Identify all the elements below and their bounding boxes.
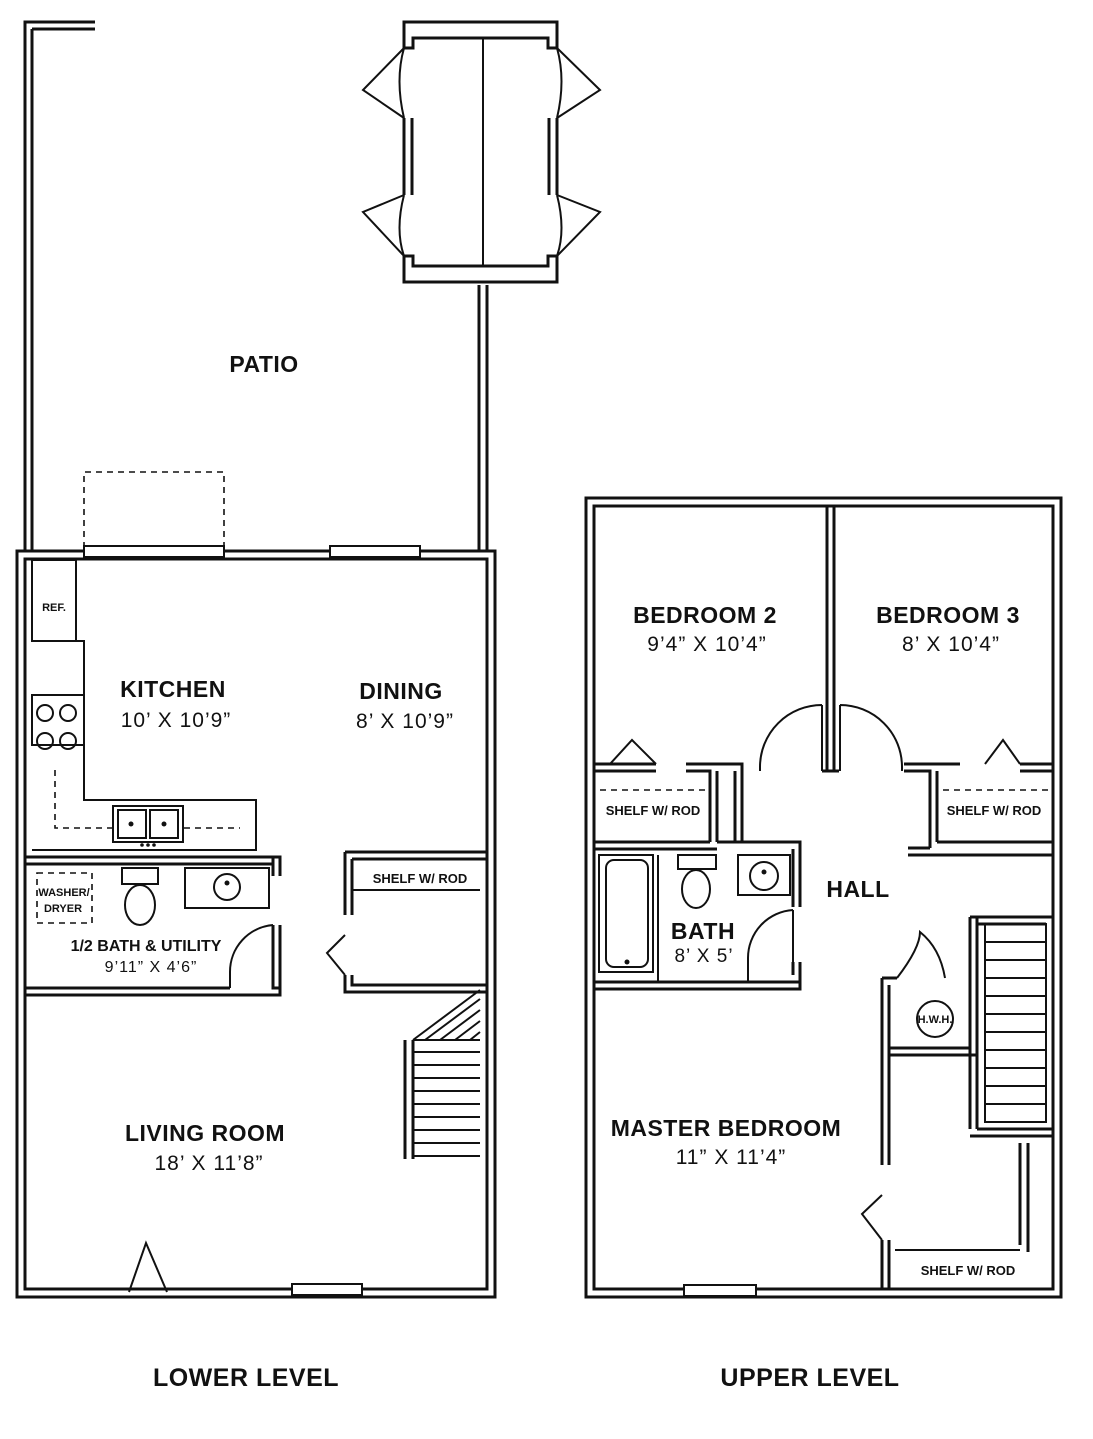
bedroom3-dims: 8’ X 10’4” [902, 633, 1000, 656]
bedroom2-door [759, 704, 823, 771]
hwh-label: H.W.H. [918, 1014, 953, 1026]
washer-dryer [36, 872, 93, 924]
upper-stairs [970, 915, 1053, 1138]
refrigerator [31, 559, 77, 642]
dining-name: DINING [359, 678, 443, 704]
bath-name: BATH [671, 918, 735, 944]
bath-dims: 8’ X 5’ [674, 946, 733, 967]
patio-label: PATIO [229, 351, 298, 377]
master-window [683, 1284, 757, 1297]
patio-fence [23, 20, 489, 551]
patio-storage-structure [361, 20, 602, 284]
master-closet [860, 1143, 1030, 1289]
upper-bathroom [594, 840, 802, 991]
toilet-icon [121, 867, 159, 926]
lower-shelf-label: SHELF W/ ROD [373, 871, 468, 886]
bedroom3-name: BEDROOM 3 [876, 602, 1020, 628]
living-window [291, 1283, 363, 1296]
bedroom2-dims: 9’4” X 10’4” [647, 633, 766, 656]
bedroom2-shelf-label: SHELF W/ ROD [606, 803, 701, 818]
refrigerator-label: REF. [42, 602, 66, 614]
front-door [128, 1240, 168, 1293]
water-heater-closet [880, 917, 979, 1165]
bedroom2-closet [594, 738, 744, 851]
washer-label: WASHER/ [38, 887, 89, 899]
bedroom-divider-wall [822, 506, 839, 773]
stove-icon [31, 694, 85, 750]
living-room-dims: 18’ X 11’8” [154, 1152, 263, 1175]
vanity-sink-icon [184, 867, 270, 909]
bedroom3-door [839, 704, 903, 771]
half-bath-door [228, 924, 274, 988]
upper-level-plan [584, 496, 1063, 1299]
master-shelf-label: SHELF W/ ROD [921, 1263, 1016, 1278]
upper-exterior-walls [584, 496, 1063, 1299]
bedroom3-shelf-label: SHELF W/ ROD [947, 803, 1042, 818]
dryer-label: DRYER [44, 903, 82, 915]
kitchen-name: KITCHEN [120, 676, 226, 702]
half-bath-name: 1/2 BATH & UTILITY [71, 938, 222, 955]
patio-slab-outline [83, 471, 225, 548]
master-bedroom-name: MASTER BEDROOM [611, 1115, 842, 1141]
dining-window [329, 545, 421, 558]
kitchen-dims: 10’ X 10’9” [121, 709, 232, 732]
kitchen-sink-icon [112, 805, 184, 847]
lower-stairs [403, 989, 481, 1159]
lower-exterior-walls [15, 549, 497, 1299]
master-bedroom-dims: 11” X 11’4” [676, 1146, 787, 1169]
bedroom3-closet [904, 738, 1053, 857]
lower-level-title: LOWER LEVEL [153, 1364, 339, 1392]
lower-closet [325, 850, 487, 994]
lower-level-plan [15, 20, 602, 1299]
upper-level-title: UPPER LEVEL [720, 1364, 899, 1392]
half-bath-dims: 9’11” X 4’6” [105, 959, 198, 976]
dining-dims: 8’ X 10’9” [356, 710, 454, 733]
living-room-name: LIVING ROOM [125, 1120, 285, 1146]
bedroom2-name: BEDROOM 2 [633, 602, 777, 628]
hall-label: HALL [826, 876, 889, 902]
half-bath-walls [25, 855, 282, 997]
kitchen-window [83, 545, 225, 558]
